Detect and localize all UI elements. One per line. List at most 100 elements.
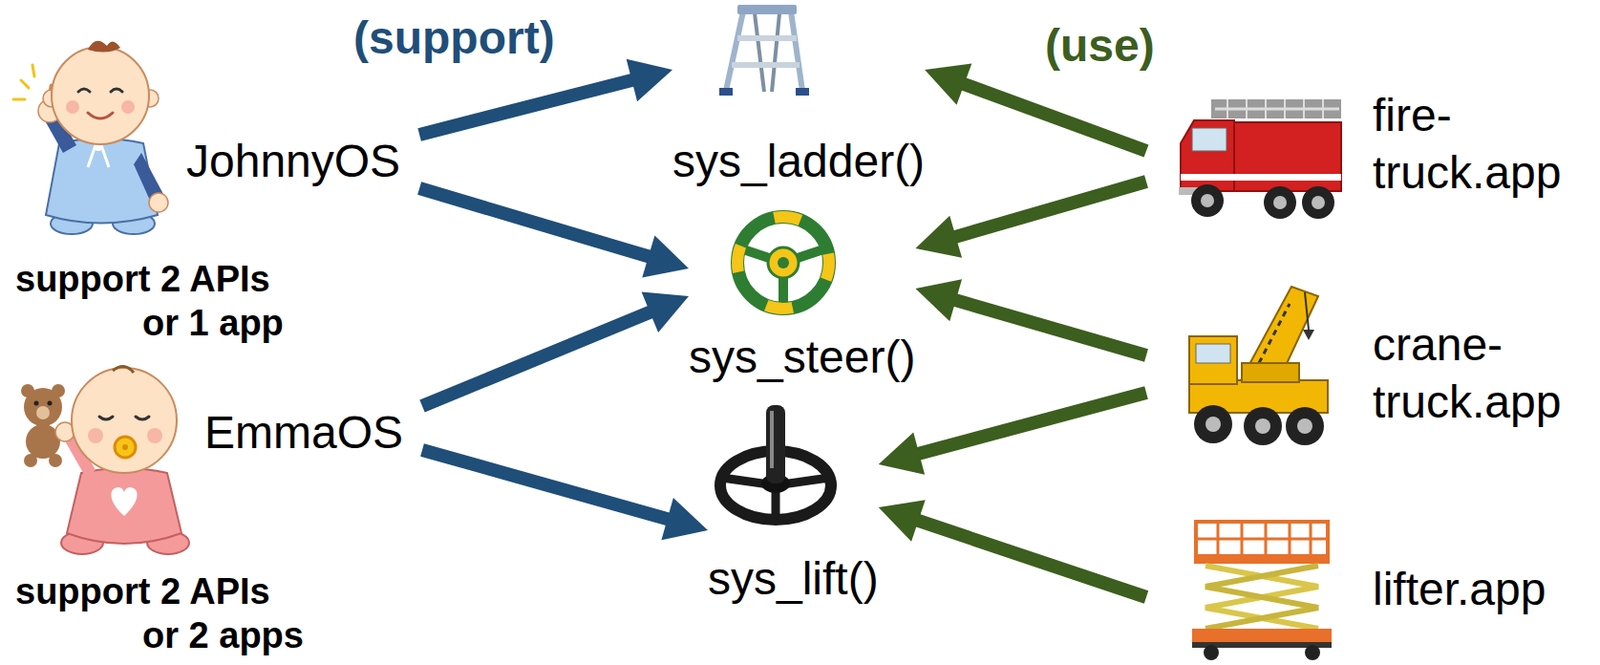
os-node: EmmaOS (185, 402, 423, 464)
fire-truck-picture-part (1215, 107, 1340, 111)
arrow-head (878, 431, 925, 474)
fire-truck-picture-part (1273, 195, 1287, 210)
arrow-shaft (960, 83, 1147, 151)
crane-truck-picture-part (1194, 405, 1233, 444)
baby-boy (13, 41, 169, 235)
picture-slot (1146, 86, 1373, 221)
baby-girl-part (21, 384, 35, 398)
arrow-head (924, 64, 972, 106)
baby-girl-part (36, 405, 50, 420)
ladder-icon-part (790, 11, 803, 91)
fire-truck-picture-part (1311, 195, 1325, 210)
capacity-note: support 2 APIs or 2 apps (15, 569, 310, 658)
arrow-connector (915, 181, 1147, 258)
baby-girl-part (23, 453, 38, 468)
baby-girl-part (48, 453, 63, 468)
api-name: sys_lift() (707, 552, 879, 606)
baby-boy-part (87, 41, 121, 53)
crane-truck-picture-part (1189, 336, 1238, 384)
scissor-lift-picture-part (1194, 555, 1330, 564)
steering-wheel-icon-part (737, 216, 830, 309)
scissor-lift-picture-part (1192, 628, 1332, 648)
baby-girl (21, 365, 190, 555)
crane-truck-picture-part (1205, 416, 1221, 432)
fire-truck-picture-part (1191, 184, 1224, 217)
app-node: crane- truck.app (1146, 277, 1574, 451)
arrow-head (915, 278, 962, 321)
arrow-shaft (419, 79, 636, 135)
ladder-icon (719, 4, 810, 96)
arrow-head (626, 59, 673, 103)
app-name: fire- truck.app (1372, 86, 1574, 202)
baby-girl-part (87, 427, 104, 444)
app-name: crane- truck.app (1372, 316, 1574, 431)
ladder-icon-part (737, 35, 797, 42)
arrow-shaft (915, 519, 1147, 598)
crane-truck-picture-part (1255, 418, 1271, 434)
app-text-block: lifter.app (1372, 560, 1574, 619)
api-name: sys_ladder() (672, 134, 925, 189)
crane-truck-picture-part (1304, 292, 1309, 330)
fire-truck-picture-part (1222, 122, 1342, 192)
fire-truck-picture-part (1192, 128, 1227, 151)
arrow-connector (878, 392, 1147, 475)
crane-truck-picture-part (1241, 286, 1319, 386)
handwheel-icon-part (769, 410, 774, 469)
picture-slot (1146, 277, 1373, 451)
crane-truck-picture-part (1258, 303, 1290, 363)
arrow-head (641, 292, 689, 334)
os-name: EmmaOS (204, 405, 404, 460)
arrow-shaft (915, 392, 1147, 455)
arrow-head (641, 234, 689, 278)
crane-truck-picture-part (1241, 362, 1300, 383)
app-text-block: crane- truck.app (1372, 316, 1574, 431)
os-node: JohnnyOS (167, 130, 420, 192)
arrow-head (878, 499, 926, 542)
icon-slot (730, 401, 855, 553)
scissor-lift-picture-part (1203, 644, 1219, 661)
steering-wheel-icon-part (768, 247, 799, 278)
crane-truck-picture-part (1285, 406, 1324, 446)
arrow-shaft (419, 188, 653, 258)
api-name: sys_steer() (688, 330, 916, 384)
icon-slot (736, 4, 861, 135)
crane-truck-picture-part (1297, 418, 1313, 434)
os-name: JohnnyOS (186, 134, 401, 189)
ladder-icon-part (795, 87, 810, 96)
scissor-lift-picture-part (1195, 521, 1328, 556)
baby-girl-part (71, 367, 177, 473)
scissor-lift-picture-part (1205, 565, 1319, 629)
baby-boy-part (13, 64, 35, 100)
baby-girl-part (66, 468, 182, 544)
scissor-lift-picture-part (1205, 565, 1319, 629)
baby-girl-part (51, 384, 65, 398)
arrow-connector (419, 59, 673, 135)
scissor-lift-picture (1192, 521, 1332, 661)
crane-truck-picture (1189, 286, 1328, 446)
app-node: fire- truck.app (1146, 86, 1574, 221)
baby-boy-part (121, 100, 135, 114)
arrow-head (915, 215, 962, 258)
crane-truck-picture-part (1195, 343, 1231, 363)
arrow-shaft (422, 310, 654, 406)
arrow-shaft (422, 449, 671, 520)
ladder-icon-part (731, 62, 800, 68)
steering-wheel-icon-part (777, 256, 790, 269)
fire-truck-picture-part (1211, 99, 1342, 119)
baby-girl-part (47, 401, 53, 406)
baby-girl-part (34, 401, 40, 406)
baby-girl-part (147, 427, 163, 444)
fire-truck-picture-part (1200, 193, 1215, 208)
ladder-icon-part (754, 13, 765, 92)
arrow-head (661, 497, 708, 540)
picture-slot (1146, 511, 1373, 662)
arrow-connector (422, 292, 689, 406)
arrow-group-label: (use) (1045, 19, 1155, 73)
capacity-note: support 2 APIs or 1 app (15, 256, 310, 345)
app-text-block: fire- truck.app (1372, 86, 1574, 202)
baby-girl-part (112, 365, 134, 373)
arrow-connector (915, 278, 1147, 356)
crane-truck-picture-part (1243, 406, 1282, 446)
baby-girl-part (110, 487, 137, 516)
